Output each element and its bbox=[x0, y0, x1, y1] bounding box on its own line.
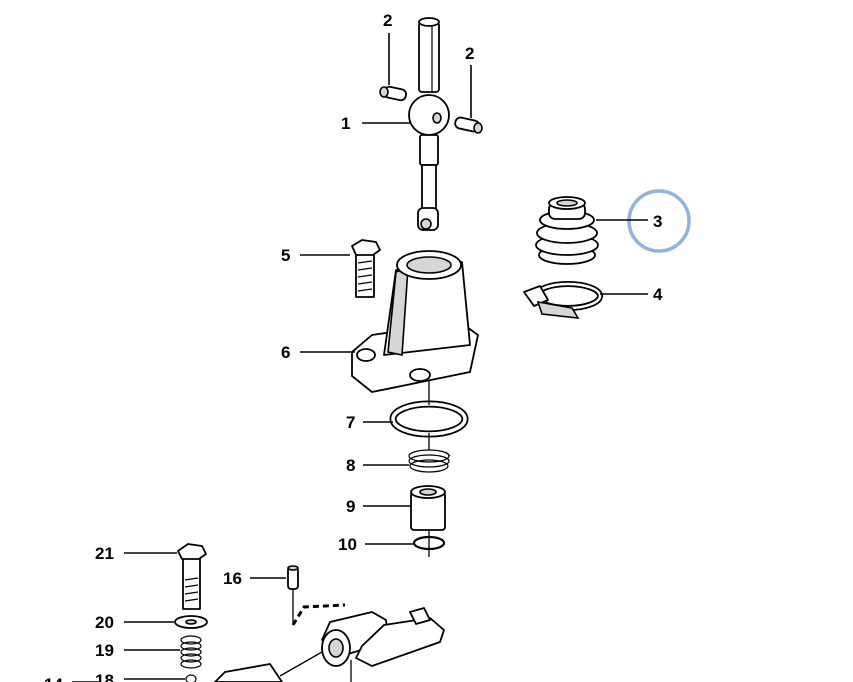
callout-7: 7 bbox=[346, 413, 355, 432]
lever-housing-part bbox=[351, 250, 479, 393]
callout-4: 4 bbox=[653, 285, 663, 304]
leader-lines bbox=[72, 33, 648, 682]
sleeve-part bbox=[410, 485, 446, 531]
bolt-part bbox=[351, 239, 381, 298]
callout-16: 16 bbox=[223, 569, 242, 588]
callout-2-right: 2 bbox=[465, 44, 474, 63]
gear-lever-part bbox=[408, 17, 450, 231]
small-ring-part bbox=[185, 674, 197, 682]
callout-1: 1 bbox=[341, 114, 350, 133]
lower-spring-part bbox=[180, 635, 202, 669]
pin-left bbox=[379, 85, 407, 102]
callout-10: 10 bbox=[338, 535, 357, 554]
hose-clamp-part bbox=[523, 281, 603, 319]
callout-8: 8 bbox=[346, 456, 355, 475]
callout-3-highlight-ring bbox=[627, 189, 691, 253]
callout-14: 14 bbox=[44, 675, 63, 682]
callout-18: 18 bbox=[95, 671, 114, 682]
callout-5: 5 bbox=[281, 246, 290, 265]
callout-19: 19 bbox=[95, 641, 114, 660]
pin-right bbox=[454, 116, 483, 134]
callout-9: 9 bbox=[346, 497, 355, 516]
callout-3: 3 bbox=[653, 212, 662, 231]
roll-pin-part bbox=[287, 565, 299, 625]
callout-21: 21 bbox=[95, 544, 114, 563]
washer-part bbox=[174, 615, 208, 629]
callout-6: 6 bbox=[281, 343, 290, 362]
lower-bolt-part bbox=[177, 543, 207, 610]
selector-lever-part bbox=[214, 603, 445, 682]
spring-part bbox=[408, 449, 451, 473]
callout-2-left: 2 bbox=[383, 11, 392, 30]
rubber-boot-part bbox=[535, 196, 599, 265]
o-ring-part bbox=[389, 400, 469, 438]
callout-20: 20 bbox=[95, 613, 114, 632]
